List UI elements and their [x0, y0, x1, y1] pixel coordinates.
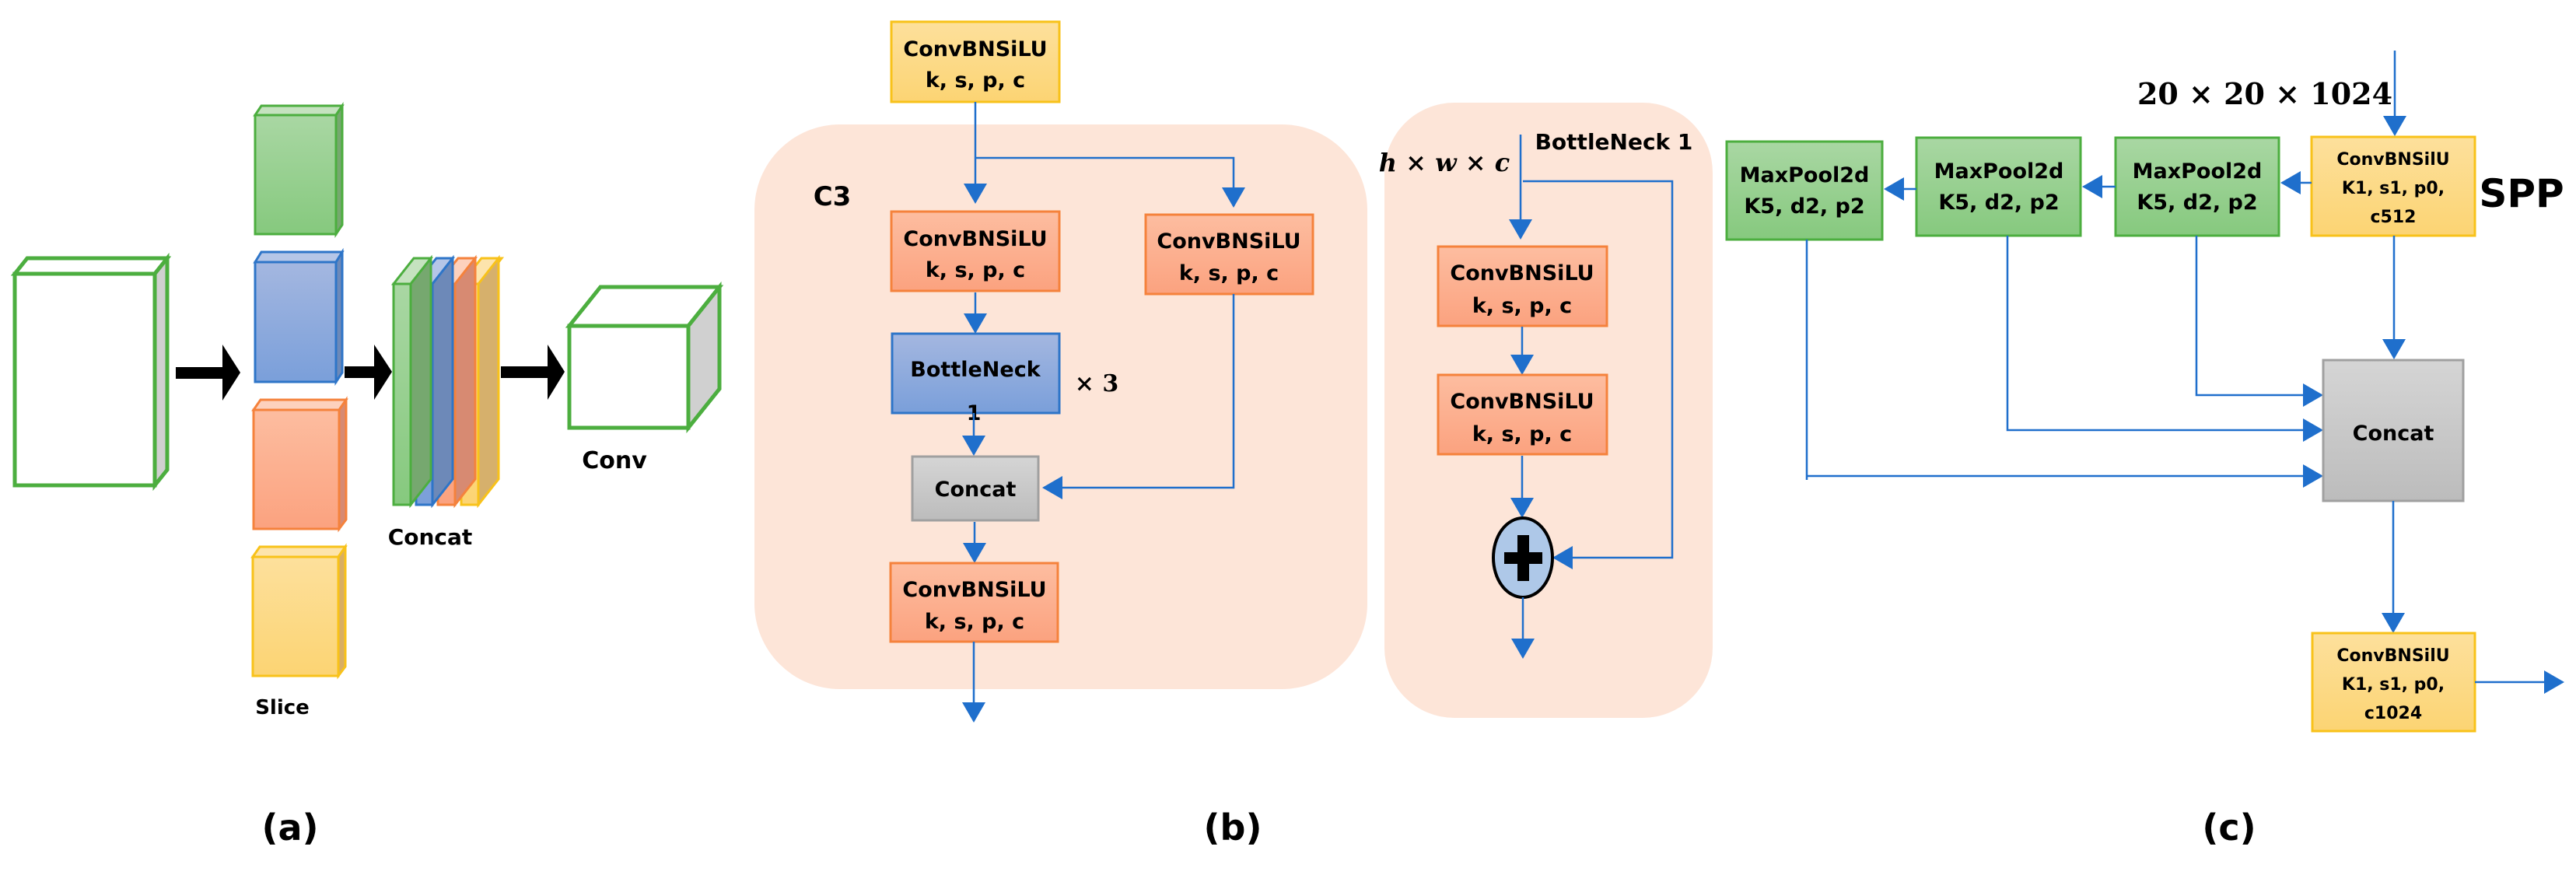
spp-maxpool-1: MaxPool2d K5, d2, p2	[1725, 140, 1884, 241]
flow-maxpool-3-to-concat	[2195, 236, 2323, 407]
caption-c: (c)	[2202, 807, 2256, 849]
bottleneck1-conv2-params: k, s, p, c	[1472, 422, 1572, 446]
c3-input-conv-params: k, s, p, c	[926, 68, 1025, 93]
spp-maxpool-1-params: K5, d2, p2	[1744, 194, 1864, 219]
slice-blue	[253, 247, 345, 386]
c3-output-conv-name: ConvBNSiLU	[902, 578, 1046, 602]
bottleneck1-conv2-block: ConvBNSiLU k, s, p, c	[1437, 373, 1608, 456]
spp-maxpool-3-params: K5, d2, p2	[2137, 191, 2257, 215]
c3-right-conv-params: k, s, p, c	[1179, 261, 1279, 285]
bottleneck1-shape-label: h × w × c	[1379, 148, 1510, 177]
caption-b: (b)	[1204, 807, 1262, 849]
spp-maxpool-2-name: MaxPool2d	[1934, 159, 2064, 184]
c3-left-conv-params: k, s, p, c	[926, 258, 1025, 282]
concat-layer-green	[390, 254, 434, 509]
flow-maxpool-2-to-concat	[2006, 236, 2323, 442]
spp-concat-block: Concat	[2322, 359, 2465, 502]
slice-label: Slice	[255, 696, 310, 719]
bottleneck1-title: BottleNeck 1	[1535, 129, 1693, 155]
spp-input-conv-block: ConvBNSilU K1, s1, p0, c512	[2310, 135, 2476, 237]
bottleneck1-add-node	[1492, 516, 1554, 599]
spp-input-conv-params: K1, s1, p0,	[2342, 179, 2445, 198]
concat-stack	[390, 254, 505, 509]
c3-right-conv-name: ConvBNSiLU	[1157, 229, 1300, 254]
input-feature-cube	[10, 252, 172, 492]
c3-concat-block: Concat	[911, 455, 1040, 522]
arrow-to-concat	[345, 345, 392, 400]
spp-maxpool-3-name: MaxPool2d	[2133, 159, 2263, 184]
spp-title: SPP	[2479, 171, 2564, 216]
spp-output-conv-block: ConvBNSilU K1, s1, p0, c1024	[2311, 632, 2476, 733]
bottleneck1-conv1-params: k, s, p, c	[1472, 294, 1572, 318]
bottleneck1-conv1-block: ConvBNSiLU k, s, p, c	[1437, 245, 1608, 327]
spp-maxpool-3: MaxPool2d K5, d2, p2	[2114, 136, 2280, 237]
panel-c: 20 × 20 × 1024 SPP ConvBNSilU K1, s1, p0…	[1725, 51, 2564, 849]
slice-orange	[251, 396, 348, 533]
caption-a: (a)	[261, 807, 318, 849]
c3-right-conv-block: ConvBNSiLU k, s, p, c	[1144, 213, 1314, 296]
c3-repeat-count: × 3	[1075, 370, 1118, 397]
conv-label: Conv	[582, 447, 647, 474]
plus-icon	[1504, 535, 1542, 581]
flow-bn1-shortcut	[1523, 180, 1674, 569]
c3-title: C3	[814, 181, 852, 212]
spp-input-conv-name: ConvBNSilU	[2336, 150, 2449, 170]
c3-bottleneck-name: BottleNeck	[910, 358, 1041, 382]
c3-concat-label: Concat	[935, 478, 1017, 502]
spp-input-conv-channels: c512	[2371, 208, 2417, 227]
spp-maxpool-2: MaxPool2d K5, d2, p2	[1915, 136, 2082, 237]
c3-bottleneck-block: BottleNeck 1	[891, 332, 1061, 425]
spp-maxpool-1-name: MaxPool2d	[1740, 163, 1870, 187]
bottleneck1-conv2-name: ConvBNSiLU	[1450, 390, 1594, 414]
slice-yellow	[250, 543, 348, 680]
spp-concat-label: Concat	[2353, 422, 2434, 446]
c3-output-conv-params: k, s, p, c	[925, 610, 1024, 634]
c3-left-conv-block: ConvBNSiLU k, s, p, c	[890, 210, 1061, 292]
panel-a: Slice	[10, 102, 724, 849]
c3-left-conv-name: ConvBNSiLU	[903, 227, 1047, 251]
spp-maxpool-2-params: K5, d2, p2	[1938, 191, 2059, 215]
slice-green	[253, 102, 345, 238]
spp-output-conv-params: K1, s1, p0,	[2342, 675, 2445, 695]
c3-input-conv-block: ConvBNSiLU k, s, p, c	[890, 20, 1061, 103]
spp-output-conv-name: ConvBNSilU	[2336, 646, 2449, 666]
panel-b: C3 ConvBNSiLU k, s, p, c ConvBNSiLU k, s…	[754, 20, 1713, 849]
flow-input-to-right-conv	[975, 156, 1245, 208]
arrow-to-slice	[176, 345, 240, 401]
spp-output-conv-channels: c1024	[2364, 704, 2422, 723]
c3-input-conv-name: ConvBNSiLU	[903, 37, 1047, 61]
flow-right-conv-to-concat	[1042, 294, 1235, 499]
bottleneck1-conv1-name: ConvBNSiLU	[1450, 261, 1594, 285]
arrow-to-conv	[501, 345, 565, 400]
concat-label: Concat	[388, 524, 473, 550]
c3-output-conv-block: ConvBNSiLU k, s, p, c	[889, 562, 1059, 643]
spp-input-shape: 20 × 20 × 1024	[2137, 76, 2392, 111]
conv-output-cube	[565, 281, 724, 434]
